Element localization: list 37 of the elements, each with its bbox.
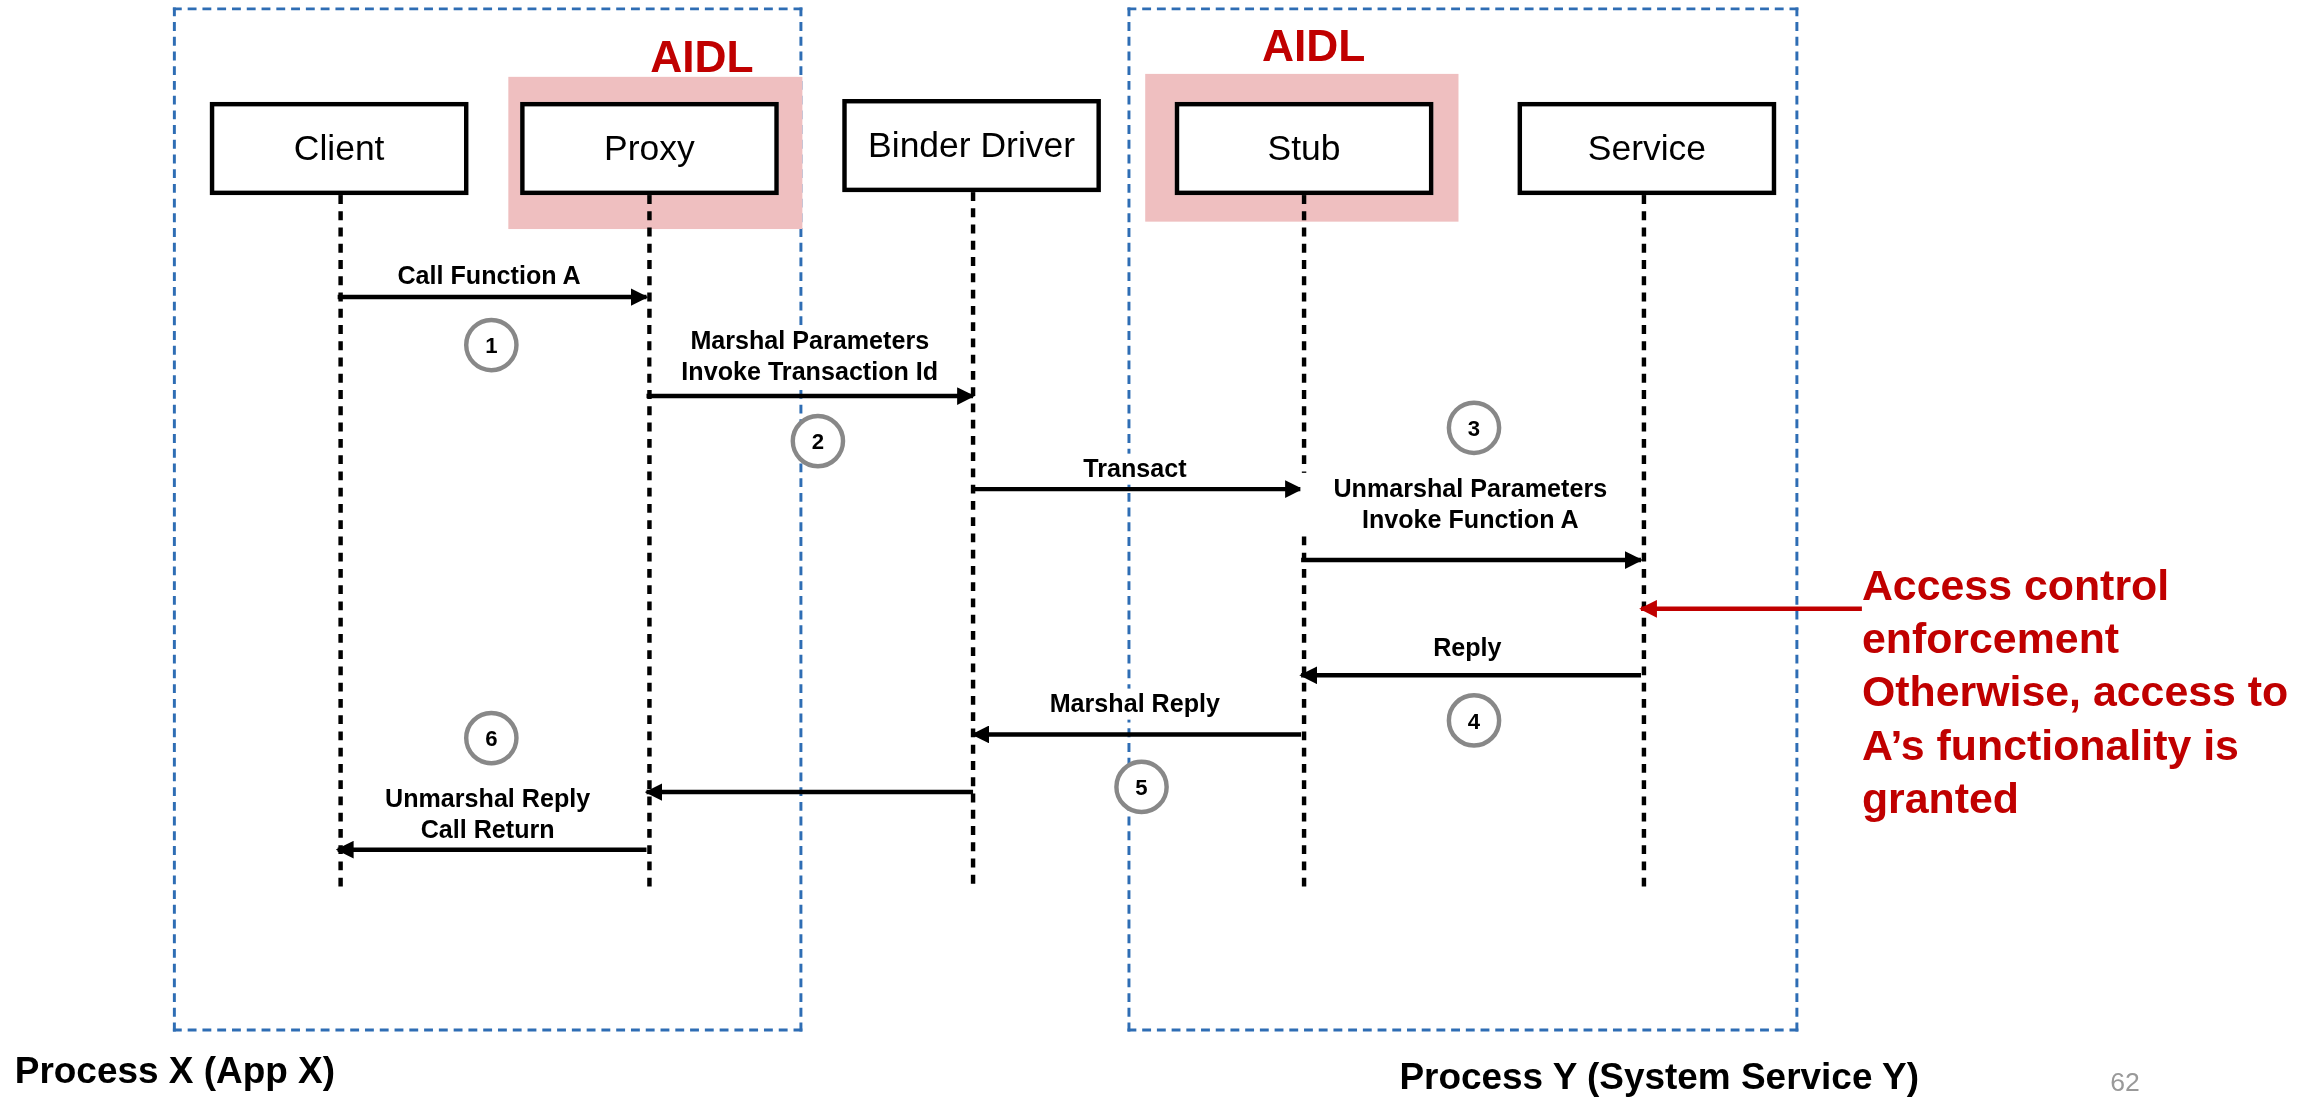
- process-title: Process X (App X): [14, 1049, 336, 1092]
- message-arrow: [335, 840, 647, 859]
- step-number: 4: [1466, 707, 1482, 733]
- annotation-text: Otherwise, access to A’s functionality is granted: [1861, 666, 2290, 824]
- page-number: 62: [2110, 1066, 2140, 1098]
- participant-box: [520, 101, 779, 196]
- message-arrow: [1299, 666, 1641, 685]
- message-arrow: [337, 288, 649, 306]
- step-number: 2: [810, 428, 826, 454]
- annotation-text: Access control enforcement: [1861, 560, 2171, 664]
- layer-title: AIDL: [1261, 20, 1366, 71]
- participant-name: Stub: [1266, 127, 1342, 169]
- lifeline: [1640, 195, 1648, 890]
- participant-box: [1517, 101, 1777, 196]
- lifeline: [1300, 195, 1308, 890]
- step-number: 5: [1134, 774, 1149, 800]
- message-arrow: [646, 387, 975, 405]
- participant-box: [209, 101, 469, 196]
- lifeline: [969, 192, 977, 887]
- step-number: 3: [1466, 415, 1482, 441]
- step-number: 6: [484, 725, 499, 751]
- participant-box: [842, 99, 1101, 193]
- participant-name: Service: [1586, 127, 1708, 169]
- participant-name: Binder Driver: [867, 124, 1077, 166]
- message-arrow: [644, 783, 974, 801]
- process-title: Process Y (System Service Y): [1399, 1055, 1919, 1098]
- lifeline: [645, 195, 654, 890]
- lifeline: [336, 195, 345, 890]
- message-arrow: [971, 725, 1302, 744]
- step-number: 1: [484, 332, 499, 358]
- layer-title: AIDL: [650, 32, 754, 83]
- participant-name: Client: [292, 127, 386, 169]
- message-arrow: [1639, 599, 1862, 618]
- message-arrow: [1301, 551, 1643, 569]
- participant-name: Proxy: [603, 127, 696, 169]
- step-circle: [1114, 759, 1169, 815]
- participant-box: [1174, 101, 1434, 196]
